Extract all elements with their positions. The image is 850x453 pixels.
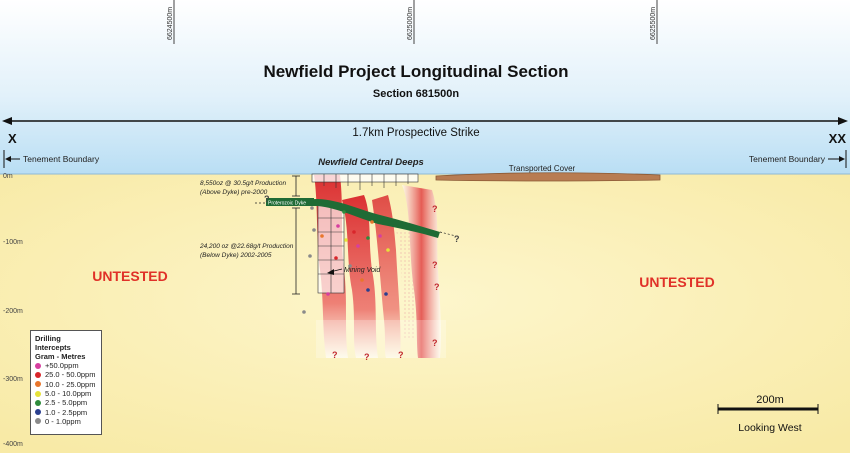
dyke-extension — [439, 231, 457, 237]
legend-label: 2.5 - 5.0ppm — [45, 398, 88, 408]
legend-label: 25.0 - 50.0ppm — [45, 370, 96, 380]
ore-zone-2 — [342, 195, 378, 358]
dyke-label: Proterozoic Dyke — [268, 201, 306, 207]
question-mark-1: ? — [264, 194, 270, 204]
ore-zone-stipple — [396, 230, 416, 340]
legend-item: 0 - 1.0ppm — [35, 417, 97, 426]
central-deeps-label: Newfield Central Deeps — [318, 157, 424, 168]
question-mark-6: ? — [332, 350, 338, 360]
legend-dot-icon — [35, 371, 41, 378]
depth-0: 0m — [3, 173, 13, 180]
strike-arrow-right-icon — [838, 117, 848, 125]
strike-right-label: XX — [829, 131, 847, 146]
legend-item: +50.0ppm — [35, 361, 97, 370]
question-mark-8: ? — [398, 350, 404, 360]
legend-item: 1.0 - 2.5ppm — [35, 407, 97, 417]
depth-axis: 0m -100m -200m -300m -400m — [3, 173, 23, 448]
strike-arrow — [2, 117, 848, 125]
production-below-2: (Below Dyke) 2002-2005 — [200, 252, 272, 259]
sky-area — [0, 0, 850, 174]
northing-label-2: 6625000m — [407, 7, 414, 40]
northing-label-3: 6625500m — [650, 7, 657, 40]
legend-item: 25.0 - 50.0ppm — [35, 370, 97, 379]
question-mark-3: ? — [432, 204, 438, 214]
strike-arrow-left-icon — [2, 117, 12, 125]
legend-label: 0 - 1.0ppm — [45, 416, 81, 426]
untested-right: UNTESTED — [639, 274, 714, 290]
question-mark-4: ? — [432, 260, 438, 270]
transported-cover-label: Transported Cover — [509, 164, 576, 173]
scale-bar: 200m Looking West — [717, 394, 819, 434]
dyke-label-box — [266, 198, 314, 206]
legend-label: 10.0 - 25.0ppm — [45, 379, 96, 389]
production-above-1: 8,550oz @ 30.5g/t Production — [200, 180, 286, 187]
legend-dot-icon — [35, 399, 41, 406]
mining-void-arrow-icon — [327, 269, 334, 275]
tenement-boundary-left: Tenement Boundary — [3, 150, 100, 168]
legend-title: Drilling Intercepts — [35, 334, 71, 352]
transported-cover — [435, 172, 661, 182]
question-mark-5: ? — [434, 282, 440, 292]
legend-item: 2.5 - 5.0ppm — [35, 398, 97, 407]
question-mark-7: ? — [364, 352, 370, 362]
legend-dot-icon — [35, 381, 41, 388]
legend-label: 5.0 - 10.0ppm — [45, 389, 92, 399]
direction-label: Looking West — [738, 422, 802, 434]
tenement-boundary-right: Tenement Boundary — [749, 150, 847, 168]
ore-zone-fade — [316, 320, 446, 358]
legend-dot-icon — [35, 418, 41, 425]
depth-200: -200m — [3, 308, 23, 315]
strike-text: 1.7km Prospective Strike — [352, 127, 479, 139]
legend-item: 5.0 - 10.0ppm — [35, 389, 97, 398]
mining-void-label: Mining Void — [344, 267, 381, 274]
svg-text:Tenement Boundary: Tenement Boundary — [749, 154, 826, 164]
production-below-1: 24,200 oz @22.68g/t Production — [199, 243, 294, 250]
depth-400: -400m — [3, 441, 23, 448]
drill-intercepts — [302, 206, 390, 314]
depth-100: -100m — [3, 239, 23, 246]
drilling-intercepts-legend: Drilling Intercepts Gram - Metres +50.0p… — [30, 330, 102, 435]
page-title: Newfield Project Longitudinal Section — [263, 62, 568, 81]
strike-left-label: X — [8, 131, 17, 146]
tenement-right-arrow-icon — [839, 156, 845, 162]
svg-text:Tenement Boundary: Tenement Boundary — [23, 154, 100, 164]
production-above-2: (Above Dyke) pre-2000 — [200, 189, 268, 196]
northing-ticks: 6624500m 6625000m 6625500m — [167, 0, 658, 44]
production-brackets — [292, 175, 300, 295]
tenement-left-arrow-icon — [5, 156, 11, 162]
legend-dot-icon — [35, 390, 41, 397]
question-marks: ? ? ? ? ? ? ? ? ? — [264, 194, 460, 362]
question-mark-2: ? — [454, 234, 460, 244]
question-mark-9: ? — [432, 338, 438, 348]
legend-dot-icon — [35, 362, 41, 369]
legend-subtitle: Gram - Metres — [35, 352, 86, 361]
legend-label: +50.0ppm — [45, 361, 79, 371]
untested-left: UNTESTED — [92, 268, 167, 284]
legend-item: 10.0 - 25.0ppm — [35, 380, 97, 389]
depth-300: -300m — [3, 376, 23, 383]
mine-workings — [311, 173, 419, 294]
legend-dot-icon — [35, 409, 41, 416]
page-subtitle: Section 681500n — [373, 88, 459, 100]
scale-label: 200m — [756, 394, 784, 406]
legend-label: 1.0 - 2.5ppm — [45, 407, 88, 417]
northing-label-1: 6624500m — [167, 7, 174, 40]
